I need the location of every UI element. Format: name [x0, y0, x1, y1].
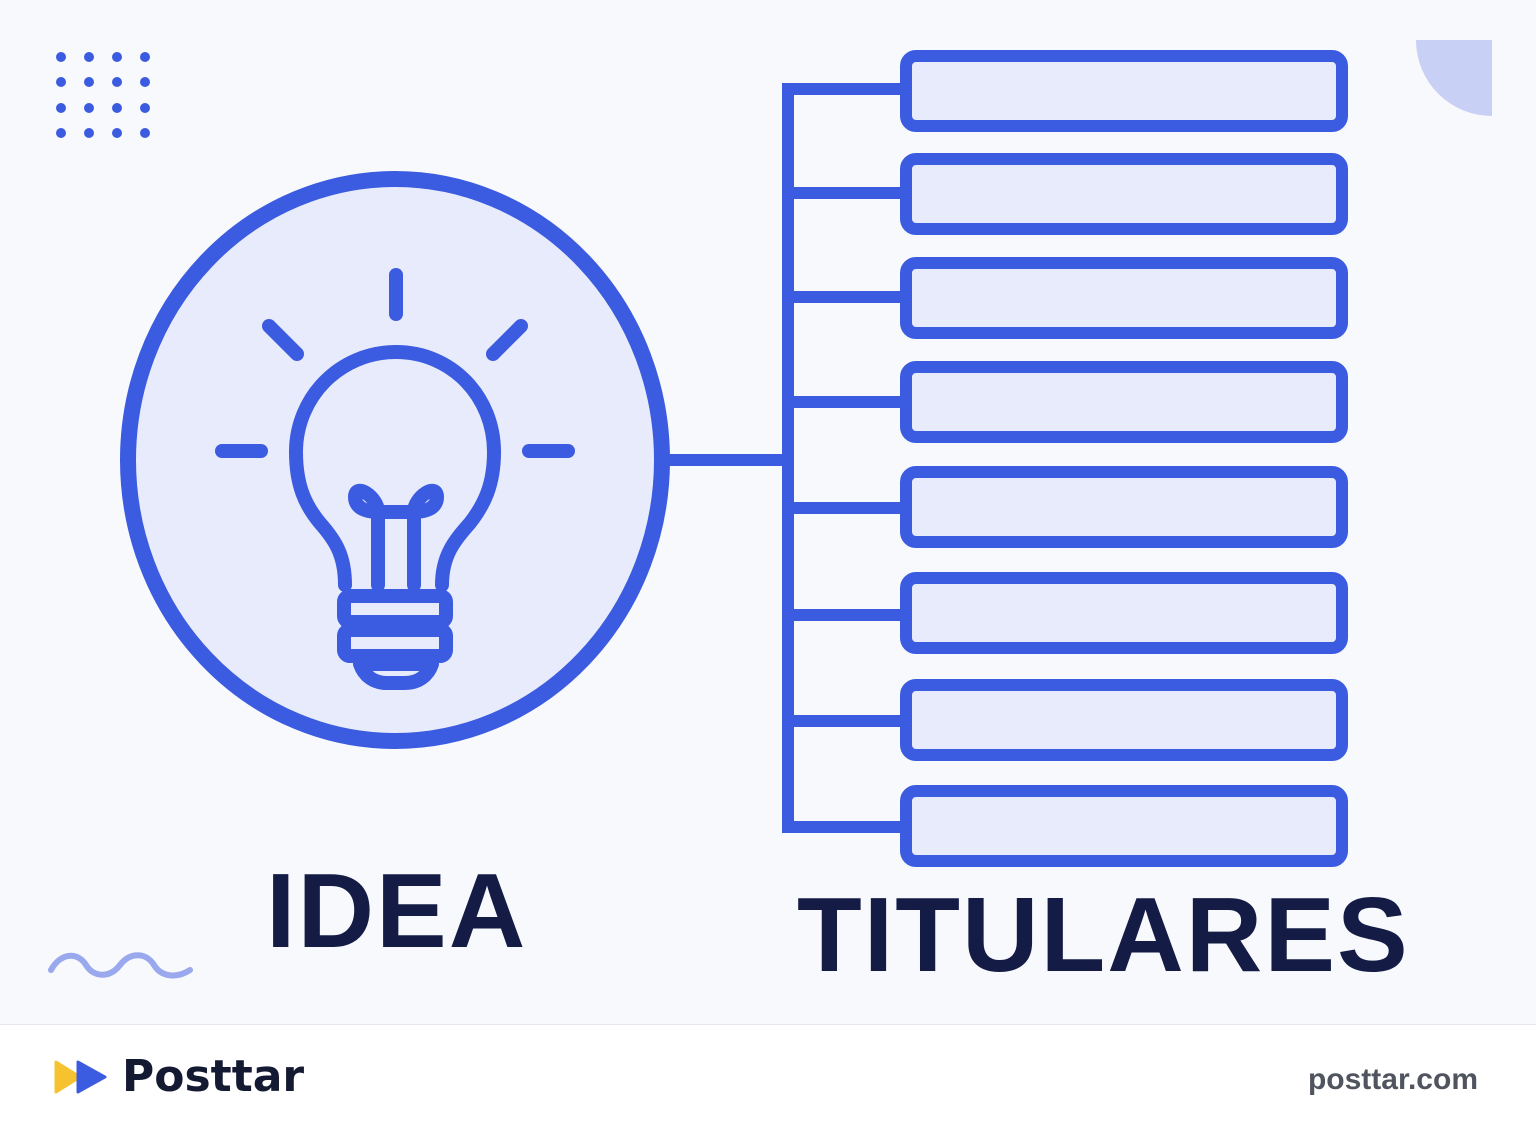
headline-box-4 — [900, 361, 1348, 443]
headline-box-5 — [900, 466, 1348, 548]
footer: Posttar posttar.com — [0, 1024, 1536, 1136]
website-link[interactable]: posttar.com — [1307, 1063, 1478, 1096]
brand-name: Posttar — [122, 1051, 305, 1102]
lightbulb-icon — [215, 268, 575, 690]
headline-box-3 — [900, 257, 1348, 339]
diagram-canvas: IDEA TITULARES — [48, 40, 1492, 994]
titulares-label: TITULARES — [797, 876, 1410, 994]
corner-quarter-circle-decoration — [1416, 40, 1492, 116]
headline-box-8 — [900, 785, 1348, 867]
headline-box-2 — [900, 153, 1348, 235]
wave-decoration — [48, 952, 193, 979]
dot-grid-decoration — [56, 52, 150, 138]
connector-lines — [662, 83, 912, 833]
idea-label: IDEA — [266, 852, 528, 970]
brand-logo[interactable]: Posttar — [54, 1055, 304, 1099]
headline-box-1 — [900, 50, 1348, 132]
play-arrows-icon — [54, 1060, 107, 1094]
headline-box-7 — [900, 679, 1348, 761]
headline-box-6 — [900, 572, 1348, 654]
diagram-graphic — [48, 40, 1492, 979]
